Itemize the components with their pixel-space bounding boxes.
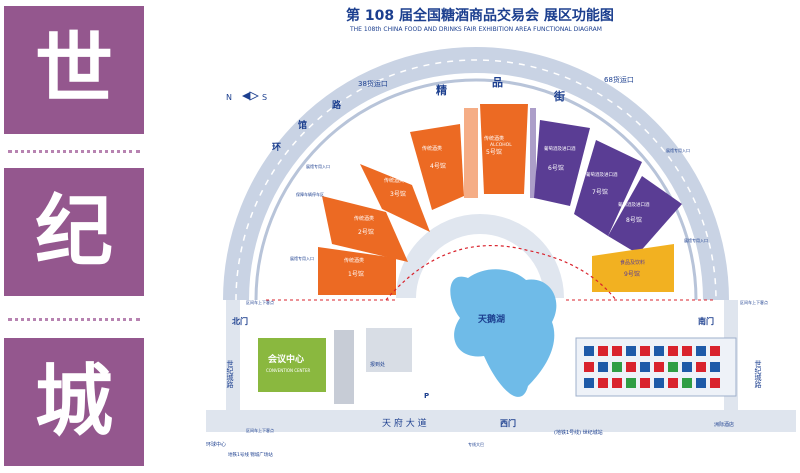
road-shiji-left: 世纪城路 <box>226 359 234 389</box>
compass-n: N <box>226 93 232 102</box>
road-huan-b: 馆 <box>298 119 307 131</box>
hall-7-cat: 葡萄酒及进口酒 <box>586 171 618 178</box>
entrance-left-2: 展馆专用入口 <box>306 163 330 169</box>
banner-char-2: 纪 <box>34 187 113 277</box>
road-tianfu: 天 府 大 道 <box>382 417 427 429</box>
compass <box>242 91 259 101</box>
hotel-block <box>366 328 412 372</box>
road-huan-a: 环 <box>272 142 281 153</box>
parking-label: P <box>424 392 429 400</box>
gate-68: 68货运口 <box>604 75 634 84</box>
hall-5[interactable] <box>480 104 528 194</box>
road-jingpin-b: 品 <box>492 76 503 89</box>
banner-char-3: 城 <box>34 357 113 447</box>
stop-left: 区间车上下客点 <box>246 299 274 305</box>
hall-3-cat: 传统酒类 <box>384 177 404 184</box>
hall-4-cat: 传统酒类 <box>422 145 442 152</box>
hall-9-cat: 食品及饮料 <box>620 259 645 266</box>
global-center: 环球中心 <box>206 441 226 448</box>
tianfu-avenue <box>206 410 796 432</box>
entrance-right-1: 展馆专用入口 <box>666 147 690 153</box>
hall-8[interactable] <box>608 176 682 254</box>
hall-1-cat: 传统酒类 <box>344 257 364 264</box>
hall-3-label: 3号馆 <box>390 190 406 198</box>
road-jingpin-c: 街 <box>553 89 565 103</box>
map-subtitle: THE 108th CHINA FOOD AND DRINKS FAIR EXH… <box>350 26 602 33</box>
hall-1-label: 1号馆 <box>348 270 364 278</box>
hotel-label: 洲际酒店 <box>714 421 734 428</box>
checkin-label: 报到处 <box>370 361 385 368</box>
service-icons <box>584 346 720 388</box>
road-huan-c: 路 <box>332 99 342 111</box>
hall-4[interactable] <box>410 124 464 210</box>
stop-right: 区间车上下客点 <box>740 299 768 305</box>
banner-panel-2: 纪 <box>4 168 144 296</box>
left-banner: 世 纪 城 <box>0 0 146 473</box>
hall-5-en: ALCOHOL <box>490 142 512 148</box>
hall-6-cat: 葡萄酒及进口酒 <box>544 145 576 152</box>
gate-south[interactable]: 南门 <box>698 316 714 326</box>
hall-6[interactable] <box>534 120 590 206</box>
road-jingpin-a: 精 <box>436 83 447 97</box>
banner-divider-1 <box>8 150 140 153</box>
hall-4-label: 4号馆 <box>430 162 446 170</box>
metro-left: 地铁1号线 锦城广场站 <box>228 451 273 458</box>
hall-2-cat: 传统酒类 <box>354 215 374 222</box>
hall-3[interactable] <box>360 164 430 232</box>
hall-9-label: 9号馆 <box>624 270 640 278</box>
parking-zone: 保障车辆停车区 <box>296 191 324 197</box>
gate-west[interactable]: 西门 <box>500 418 516 428</box>
compass-s: S <box>262 93 267 102</box>
hall-8-label: 8号馆 <box>626 216 642 224</box>
hall-5-label: 5号馆 <box>486 148 502 156</box>
left-road <box>226 300 240 420</box>
metro-right: (地铁1号线) 世纪城站 <box>554 429 603 436</box>
stop-bottom: 区间车上下客点 <box>246 427 274 433</box>
hall-7[interactable] <box>574 140 642 236</box>
hall-2-label: 2号馆 <box>358 228 374 236</box>
map-canvas: N S 精 品 街 环 馆 路 38货运口 68货运口 天 府 大 道 世纪城路… <box>206 47 796 458</box>
entrance-left-1: 展馆专用入口 <box>290 255 314 261</box>
inner-corridor <box>396 214 564 299</box>
lake-label: 天鹅湖 <box>478 313 505 325</box>
hall-5-cat: 传统酒类 <box>484 135 504 142</box>
conference-en: CONVENTION CENTER <box>266 368 311 373</box>
shuttle-bus: 专线大巴 <box>468 441 484 447</box>
hall-9[interactable] <box>592 244 674 292</box>
gate-north[interactable]: 北门 <box>232 316 248 326</box>
gray-block-1 <box>334 330 354 404</box>
hall-7-label: 7号馆 <box>592 188 608 196</box>
road-shiji-right: 世纪城路 <box>754 359 762 389</box>
banner-panel-1: 世 <box>4 6 144 134</box>
shuttle-route <box>385 244 617 301</box>
banner-char-1: 世 <box>34 25 113 115</box>
banner-divider-2 <box>8 318 140 321</box>
hall-6-label: 6号馆 <box>548 164 564 172</box>
conference-center[interactable] <box>258 338 326 392</box>
gate-38: 38货运口 <box>358 79 388 88</box>
hall-1[interactable] <box>318 247 396 295</box>
map-title: 第 108 届全国糖酒商品交易会 展区功能图 <box>346 8 614 24</box>
exhibition-map: 第 108 届全国糖酒商品交易会 展区功能图 THE 108th CHINA F… <box>146 0 800 473</box>
banner-panel-3: 城 <box>4 338 144 466</box>
hall-2[interactable] <box>322 196 408 262</box>
hall-8-cat: 葡萄酒及进口酒 <box>618 201 650 208</box>
swan-lake <box>450 269 557 397</box>
entrance-right-2: 展馆专用入口 <box>684 237 708 243</box>
conference-label: 会议中心 <box>268 353 304 365</box>
